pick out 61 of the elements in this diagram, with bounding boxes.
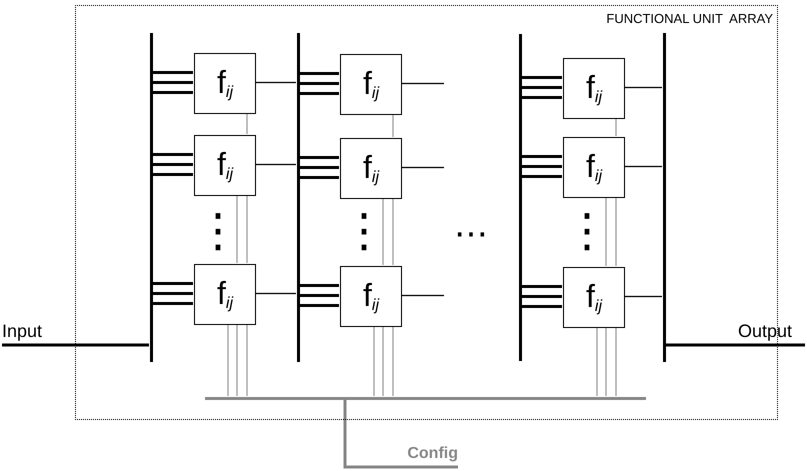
array-title: FUNCTIONAL UNIT ARRAY xyxy=(606,11,773,26)
port-label: Input xyxy=(2,319,72,344)
function-label: f$_{ij}$ xyxy=(363,151,379,186)
function-unit-box xyxy=(563,137,625,198)
connector-line xyxy=(236,194,248,264)
function-unit-box xyxy=(194,53,256,114)
connector-line xyxy=(392,114,394,137)
function-label: f$_{ij}$ xyxy=(217,66,233,101)
connector-line xyxy=(255,292,296,294)
bus-bar xyxy=(205,397,646,400)
function-unit-box xyxy=(563,267,625,328)
function-label: f$_{ij}$ xyxy=(217,277,233,312)
ellipsis-dots: ⋮ xyxy=(341,207,387,253)
function-unit-box xyxy=(340,54,402,115)
connector-line xyxy=(520,76,564,99)
function-label: f$_{ij}$ xyxy=(586,150,602,185)
bus-bar xyxy=(519,34,522,361)
connector-line xyxy=(298,156,340,179)
connector-line xyxy=(150,71,194,94)
function-unit-box xyxy=(340,266,402,327)
connector-line xyxy=(520,155,564,178)
function-unit-box xyxy=(563,58,625,119)
port-label: Output xyxy=(738,319,805,344)
connector-line xyxy=(255,164,296,166)
ellipsis-dots: ⋮ xyxy=(564,207,610,253)
connector-line xyxy=(665,344,805,346)
connector-line xyxy=(373,325,394,397)
connector-line xyxy=(401,82,444,84)
bus-bar xyxy=(297,33,300,362)
connector-line xyxy=(401,294,444,296)
connector-line xyxy=(624,86,662,88)
connector-line xyxy=(150,153,194,176)
connector-line xyxy=(615,118,617,136)
connector-line xyxy=(246,113,248,134)
bus-bar xyxy=(663,33,666,362)
connector-line xyxy=(382,197,394,266)
connector-line xyxy=(2,344,149,346)
connector-line xyxy=(150,282,194,305)
connector-line xyxy=(344,399,458,468)
connector-line xyxy=(227,323,248,397)
function-label: f$_{ij}$ xyxy=(586,280,602,315)
connector-line xyxy=(520,285,564,308)
connector-line xyxy=(596,326,617,397)
function-unit-box xyxy=(340,138,402,199)
connector-line xyxy=(401,166,444,168)
config-label: Config xyxy=(398,441,458,466)
connector-line xyxy=(255,82,296,84)
connector-line xyxy=(624,296,662,298)
function-unit-box xyxy=(194,135,256,196)
ellipsis-dots: ⋯ xyxy=(454,217,488,251)
connector-line xyxy=(605,196,617,267)
function-label: f$_{ij}$ xyxy=(363,279,379,314)
function-label: f$_{ij}$ xyxy=(217,148,233,183)
ellipsis-dots: ⋮ xyxy=(195,207,241,253)
function-label: f$_{ij}$ xyxy=(586,71,602,106)
function-unit-box xyxy=(194,264,256,325)
bus-bar xyxy=(150,33,153,362)
connector-line xyxy=(298,284,340,307)
connector-line xyxy=(298,72,340,95)
function-label: f$_{ij}$ xyxy=(363,67,379,102)
connector-line xyxy=(624,166,662,168)
